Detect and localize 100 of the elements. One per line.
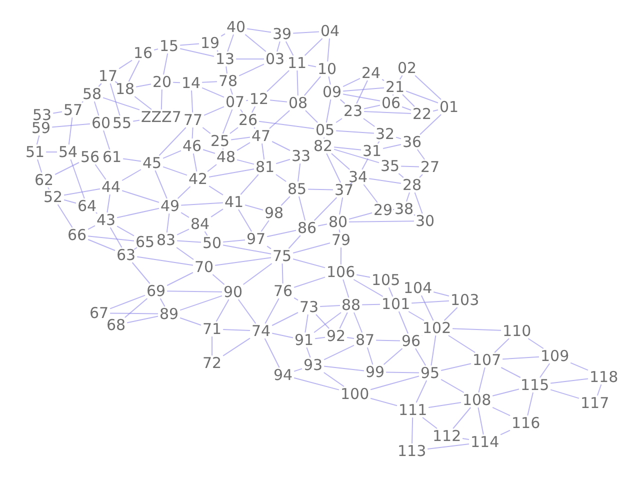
edge-line	[134, 247, 138, 250]
edge-line	[368, 178, 402, 184]
node-label: 12	[250, 93, 269, 105]
node-label: 90	[224, 286, 243, 298]
node-label: 61	[102, 151, 122, 163]
node-label: 20	[152, 76, 172, 88]
edge-line	[210, 208, 224, 218]
edge-line	[327, 38, 330, 62]
node-label: 71	[202, 323, 222, 335]
edge-line	[342, 87, 384, 92]
edge-line	[64, 188, 100, 196]
edge-line	[246, 100, 248, 102]
edge-line	[326, 99, 332, 123]
node-label: 29	[374, 204, 393, 216]
edge-line	[328, 76, 331, 85]
node-label: 104	[404, 282, 432, 294]
node-label: 01	[440, 101, 459, 113]
node-label: 26	[238, 114, 258, 126]
edge-line	[399, 75, 403, 80]
node-label: 111	[398, 404, 428, 416]
node-label: 13	[216, 53, 235, 65]
edge-line	[502, 356, 540, 360]
edge-line	[272, 312, 298, 326]
edge-line	[308, 188, 334, 190]
edge-line	[596, 384, 602, 396]
node-label: 69	[146, 285, 166, 297]
edge-line	[398, 311, 408, 334]
edge-line	[276, 158, 290, 164]
edge-line	[88, 236, 134, 242]
edge-line	[411, 300, 450, 304]
edge-line	[110, 227, 122, 248]
edge-line	[527, 392, 534, 416]
edge-line	[222, 109, 233, 134]
edge-line	[160, 89, 162, 110]
edge-line	[494, 338, 510, 353]
node-label: 109	[540, 350, 570, 362]
node-label: 105	[372, 274, 400, 286]
edge-line	[363, 184, 378, 203]
edge-line	[212, 274, 225, 285]
edge-line	[414, 192, 423, 214]
node-label: 55	[112, 117, 132, 129]
edge-line	[166, 290, 222, 292]
node-label: 76	[274, 285, 293, 297]
edge-line	[110, 294, 146, 310]
node-label: 59	[32, 122, 51, 134]
edge-line	[294, 276, 326, 288]
edge-line	[298, 163, 301, 182]
node-label: 09	[322, 86, 342, 98]
edge-line	[338, 229, 340, 233]
edge-line	[308, 64, 316, 68]
node-label: 65	[136, 236, 155, 248]
edge-line	[296, 70, 298, 96]
edge-line	[95, 212, 98, 214]
edge-line	[214, 257, 272, 266]
edge-line	[176, 240, 202, 243]
node-label: 88	[342, 299, 361, 311]
edge-line	[162, 150, 182, 159]
edge-line	[272, 141, 290, 151]
node-label: 101	[382, 298, 410, 310]
edge-line	[314, 197, 338, 221]
edge-line	[260, 220, 270, 232]
edge-line	[382, 78, 384, 82]
edge-line	[166, 213, 170, 233]
edge-line	[246, 28, 272, 33]
node-label: 02	[398, 62, 417, 74]
node-label: 44	[102, 181, 121, 193]
edge-line	[238, 64, 264, 76]
node-label: 49	[160, 200, 180, 212]
node-label: 57	[64, 104, 83, 116]
node-label: 107	[472, 354, 502, 366]
node-label: 113	[398, 445, 426, 457]
edge-line	[354, 312, 362, 333]
edge-line	[202, 87, 224, 98]
node-label: 67	[90, 307, 109, 319]
edge-line	[294, 297, 298, 301]
edge-line	[540, 363, 550, 378]
edge-line	[396, 136, 402, 140]
edge-line	[346, 337, 354, 339]
edge-line	[114, 81, 118, 84]
edge-line	[124, 298, 148, 318]
node-label: 110	[502, 325, 532, 337]
edge-line	[227, 34, 234, 52]
node-label: 17	[98, 70, 118, 82]
node-label: 63	[116, 249, 136, 261]
edge-line	[262, 143, 265, 160]
edge-line	[106, 194, 110, 213]
node-label: 73	[300, 301, 319, 313]
edge-line	[240, 109, 244, 113]
edge-line	[356, 80, 368, 104]
node-label: 91	[294, 334, 314, 346]
node-label: ZZZ7	[141, 111, 182, 123]
node-label: 98	[264, 207, 284, 219]
node-label: 30	[416, 215, 435, 227]
edge-line	[422, 417, 438, 429]
edge-line	[36, 135, 40, 145]
edge-line	[216, 299, 230, 322]
edge-line	[128, 60, 140, 82]
edge-line	[288, 235, 301, 249]
edge-line	[376, 340, 400, 342]
edge-line	[276, 174, 287, 182]
